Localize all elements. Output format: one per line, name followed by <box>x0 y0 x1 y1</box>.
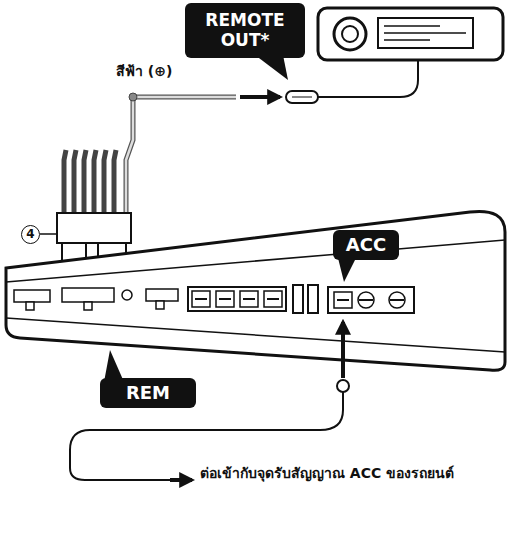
blue-wire <box>126 97 236 215</box>
callout-tail <box>338 258 356 282</box>
label-box: REM <box>100 378 196 408</box>
ring-terminal <box>337 380 349 392</box>
callout-number: 4 <box>21 225 40 244</box>
label-box: REMOTE OUT* <box>185 3 305 58</box>
head-unit <box>318 8 503 60</box>
label-text: REMOTE OUT* <box>185 11 305 50</box>
label-text: REM <box>126 383 170 404</box>
note-text: ต่อเข้ากับจุดรับสัญญาณ ACC ของรถยนต์ <box>200 464 490 483</box>
label-box: ACC <box>333 230 399 260</box>
lead-arrow <box>170 478 192 482</box>
wire-harness <box>40 150 131 269</box>
remote-lead <box>318 60 418 97</box>
insert-arrow <box>341 322 345 378</box>
callout-tail <box>255 55 288 80</box>
plug <box>286 91 318 103</box>
label-text: ACC <box>346 235 386 256</box>
amplifier <box>6 211 505 370</box>
wire-color: สีฟ้า (⊕) <box>116 62 172 81</box>
connect-arrow <box>240 95 280 99</box>
